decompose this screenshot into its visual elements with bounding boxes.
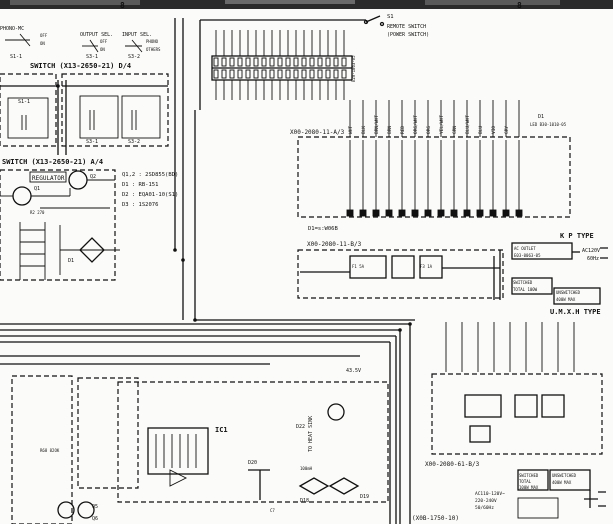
umxh-switched-total: TOTAL [519,479,532,484]
remote-s1: S1 [387,14,394,20]
switch-d4-title: SWITCH (X13-2650-21) D/4 [30,62,131,70]
volt-43-5: 43.5V [346,368,361,374]
connector-block: E20-1863-05 [211,30,356,100]
led-label: LED B30-1010-05 [530,122,567,127]
wire-color-label: YEL/WHT [439,115,445,134]
umxh-unswitched-max: 400W MAX [552,480,572,485]
d20-label: D20 [248,460,257,466]
s1-1-legend: S1-1 [10,54,22,60]
kp-unswitched-max: 400W MAX [556,297,576,302]
phono-mc-label: PHONO-MC [0,26,24,32]
remote-switch-label: REMOTE SWITCH [387,24,426,30]
switch-a4-title: SWITCH (X13-2650-21) A/4 [2,158,103,166]
wire-color-label: WHT [348,126,354,134]
b3-d1-note: D1=s:W06B [308,226,338,232]
x0b-ref: (X0B-1750-10) [412,515,459,522]
outlet-part: E03-0063-05 [514,253,541,258]
phono-off: OFF [40,33,48,38]
d18-label: D18 [300,498,309,504]
umxh-ac2: 220-240V [475,498,497,504]
x00-b3-title: X00-2080-11-B/3 [307,241,362,248]
parts-legend: Q1,2 : 2SD855(BD) D1 : RB-151 D2 : EQA01… [122,172,178,208]
ac-60hz: 60Hz [587,256,599,262]
wire-color-label: BLU/WHT [465,115,471,134]
d22-label: D22 [296,424,305,430]
d19-label: D19 [360,494,369,500]
wire-color-label: BRN/WHT [374,115,380,134]
umxh-switched: SWITCHED [519,473,539,478]
kp-switched: SWITCHED [513,280,533,285]
umxh-ac1: AC110-120V~ [475,491,505,497]
q6-label: Q6 [92,516,98,522]
switch-d4-s3a: S3-1 [86,139,98,145]
ac-outlet: AC OUTLET [514,246,536,251]
legend-d1: D1 : RB-151 [122,182,158,188]
legend-d2: D2 : EQA01-10(S1) [122,192,178,198]
r68-note: R68 82OK [40,448,60,453]
legend-q: Q1,2 : 2SD855(BD) [122,172,178,178]
power-switch-label: (POWER SWITCH) [387,32,429,38]
fuse-f1: F1 5A [352,264,365,269]
top-bar-right: 8 [517,1,522,10]
umxh-title: U.M.X.H TYPE [550,308,601,316]
kp-unswitched: UNSWITCHED [556,290,581,295]
legend-d3: D3 : 1S2076 [122,202,158,208]
wire-color-label: BLK [361,126,367,134]
umxh-ac3: 50/60Hz [475,505,494,511]
switch-d4-s3b: S3-2 [128,139,140,145]
wire-color-label: ORG/WHT [413,115,419,134]
q2-label: Q2 [90,174,96,180]
ic1-label: IC1 [215,426,228,434]
wire-color-label: BLU [478,126,484,134]
kp-switched-total: TOTAL 100W [513,287,538,292]
q1-label: Q1 [34,186,40,192]
s3-2-legend: S3-2 [128,54,140,60]
led-d1: D1 [538,114,544,120]
reg-note: 100mH [300,466,313,471]
umxh-switched-max: 100W MAX [519,485,539,490]
wire-color-labels: WHT BLK BRN/WHT BRN RED ORG/WHT ORG YEL/WHT GRN B… [348,115,510,134]
output-sel-label: OUTPUT SEL. [80,32,113,38]
x00-a3-title: X00-2080-11-A/3 [290,129,345,136]
switch-d4-s1: S1-1 [18,99,30,105]
fuse-f3: F3 1A [420,264,433,269]
wire-color-label: VIO [491,126,497,134]
connector-ref: E20-1863-05 [351,55,356,82]
svg-text:D1: D1 [68,258,74,264]
input-sel-phono: PHONO [146,39,159,44]
to-heat-sink: TO HEAT SINK [308,416,314,452]
wire-color-label: RED [400,126,406,134]
r2-label: R2 270 [30,210,45,215]
input-sel-others: OTHERS [146,47,161,52]
input-sel-label: INPUT SEL. [122,32,152,38]
output-sel-on: ON [100,47,105,52]
kp-type-title: K P TYPE [560,232,594,240]
regulator-label: REGULATOR [32,175,65,182]
output-sel-off: OFF [100,39,108,44]
s3-1-legend: S3-1 [86,54,98,60]
wire-color-label: GRY [504,126,510,134]
phono-on: ON [40,41,45,46]
umxh-unswitched: UNSWITCHED [552,473,577,478]
q5-label: Q5 [92,504,98,510]
umxh-board: X00-2080-61-B/3 [425,461,480,468]
wire-color-label: ORG [426,126,432,134]
ac120v: AC120V [582,248,600,254]
top-bar-left: 8 [120,1,125,10]
wire-color-label: BRN [387,126,393,134]
wire-color-label: GRN [452,126,458,134]
c7-label: C7 [270,508,275,513]
